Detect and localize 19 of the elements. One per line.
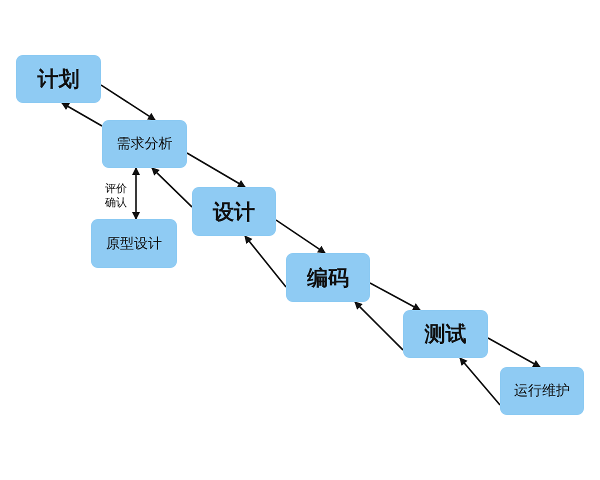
arrow <box>370 282 421 311</box>
arrow <box>100 84 156 121</box>
process-box: 设计 <box>192 187 276 236</box>
arrow <box>186 152 246 188</box>
process-box: 原型设计 <box>91 219 177 268</box>
arrow <box>61 102 102 127</box>
arrow <box>244 235 287 288</box>
edge-label: 评价确认 <box>104 182 128 210</box>
process-box: 计划 <box>16 55 101 103</box>
arrow <box>276 219 326 254</box>
arrow <box>354 301 404 351</box>
process-box: 需求分析 <box>102 120 187 168</box>
arrow <box>151 167 193 208</box>
process-box: 测试 <box>403 310 488 358</box>
process-box: 运行维护 <box>500 367 584 415</box>
arrow <box>132 167 140 220</box>
arrow <box>488 337 541 368</box>
arrow <box>459 357 501 406</box>
process-box: 编码 <box>286 253 370 302</box>
